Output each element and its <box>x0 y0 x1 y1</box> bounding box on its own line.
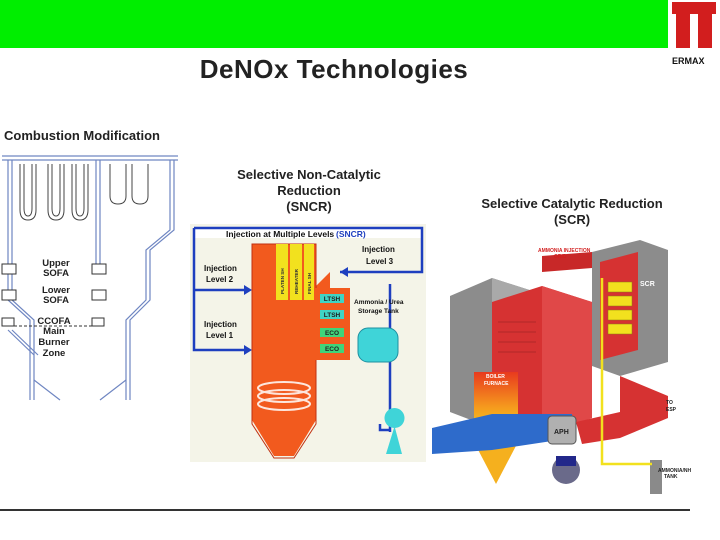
grid-label-2: GRID <box>554 254 567 260</box>
logo-text: ERMAX <box>672 56 705 66</box>
lower-sofa-label-2: SOFA <box>43 295 69 306</box>
furnace-label-2: FURNACE <box>484 381 509 387</box>
furnace-label-1: BOILER <box>486 374 505 380</box>
tube-platen-label: PLATEN SH <box>280 268 285 294</box>
bank-eco-2: ECO <box>325 346 339 353</box>
sncr-diagram: Injection at Multiple Levels (SNCR) PLAT… <box>190 224 426 462</box>
scr-diagram: AMMONIA INJECTION GRID SCR BOILER FURNAC… <box>432 240 691 494</box>
ammonia-label-2: TANK <box>664 474 678 480</box>
sncr-title: Selective Non-Catalytic Reduction (SNCR) <box>218 167 400 215</box>
upper-sofa-label-2: SOFA <box>43 268 69 279</box>
scr-title: Selective Catalytic Reduction (SCR) <box>481 196 663 227</box>
scr-label: SCR <box>640 281 655 288</box>
tube-reheater-label: REHEATER <box>294 268 299 294</box>
sncr-banner: Injection at Multiple Levels <box>226 229 334 239</box>
page-title: DeNOx Technologies <box>199 54 469 84</box>
level3-label-2: Level 3 <box>366 257 394 266</box>
sncr-title-line-2: Reduction <box>277 183 341 198</box>
combustion-diagram: Upper SOFA Lower SOFA CCOFA Main Burner … <box>0 150 182 406</box>
level2-label-2: Level 2 <box>206 275 234 284</box>
ccofa-label: CCOFA <box>37 316 70 327</box>
tank-label-1: Ammonia / Urea <box>354 299 404 306</box>
level3-label-1: Injection <box>362 245 395 254</box>
thermax-logo <box>672 2 716 48</box>
grid-label-1: AMMONIA INJECTION <box>538 248 591 254</box>
sncr-title-line-3: (SNCR) <box>286 199 332 214</box>
ammonia-label-1: AMMONIA/NH <box>658 468 691 474</box>
esp-label-1: TO <box>666 400 673 406</box>
level1-label-2: Level 1 <box>206 331 234 340</box>
tube-final-label: FINAL SH <box>307 272 312 294</box>
main-burner-label-2: Burner <box>38 337 69 348</box>
main-burner-label-3: Zone <box>43 348 66 359</box>
main-burner-label-1: Main <box>43 326 65 337</box>
upper-sofa-label-1: Upper <box>42 258 70 269</box>
level1-label-1: Injection <box>204 320 237 329</box>
bank-ltsh-1: LTSH <box>324 296 341 303</box>
level2-label-1: Injection <box>204 264 237 273</box>
combustion-title: Combustion Modification <box>4 128 160 143</box>
header-bar <box>0 0 668 48</box>
tank-label-2: Storage Tank <box>358 308 399 315</box>
sncr-banner-tag: (SNCR) <box>336 229 366 239</box>
lower-sofa-label-1: Lower <box>42 285 70 296</box>
bank-eco-1: ECO <box>325 330 339 337</box>
footer-divider <box>0 509 690 511</box>
sncr-title-line-1: Selective Non-Catalytic <box>237 167 381 182</box>
aph-label: APH <box>554 429 569 436</box>
bank-ltsh-2: LTSH <box>324 312 341 319</box>
esp-label-2: ESP <box>666 407 677 413</box>
